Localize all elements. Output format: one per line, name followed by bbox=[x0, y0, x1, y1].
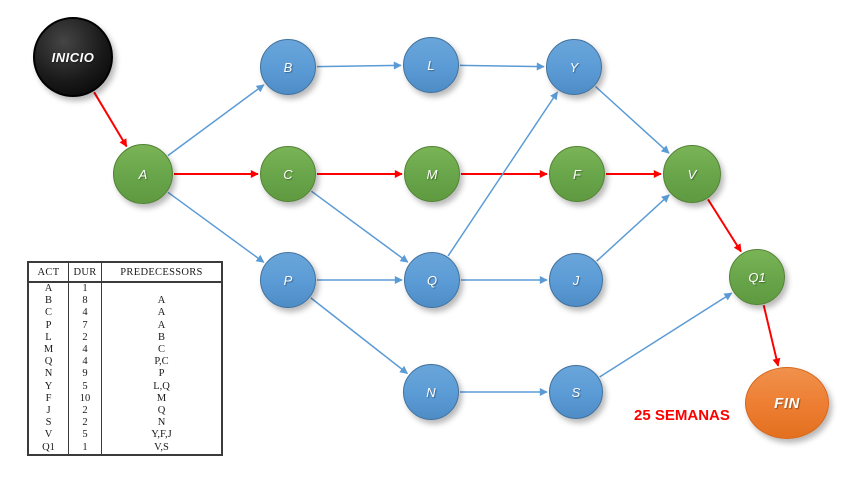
predecessors-cell: C bbox=[101, 344, 222, 357]
duration-cell: 4 bbox=[68, 344, 102, 357]
predecessors-cell bbox=[101, 282, 222, 296]
predecessors-cell: M bbox=[101, 392, 222, 406]
duration-cell: 5 bbox=[68, 380, 102, 393]
col-header-dur: DUR bbox=[68, 262, 102, 283]
edge-V-Q1 bbox=[707, 198, 742, 253]
duration-annotation: 25 SEMANAS bbox=[634, 407, 730, 424]
edge-A-P bbox=[167, 191, 265, 263]
activity-cell: M bbox=[43, 344, 54, 356]
duration-cell: 2 bbox=[68, 417, 102, 430]
predecessors-cell: P,C bbox=[101, 356, 222, 369]
activity-cell: B bbox=[44, 295, 52, 307]
duration-cell: 7 bbox=[68, 319, 102, 332]
col-header-act: ACT bbox=[28, 262, 69, 283]
predecessors-cell: V,S bbox=[101, 441, 222, 455]
edge-C-Q bbox=[310, 190, 409, 263]
activity-cell: S bbox=[45, 417, 52, 429]
duration-cell: 8 bbox=[68, 295, 102, 308]
edge-J-V bbox=[596, 194, 670, 262]
duration-cell: 2 bbox=[68, 405, 102, 418]
activity-cell: N bbox=[44, 368, 53, 380]
activity-cell: V bbox=[44, 429, 53, 441]
activity-table-header: ACT DUR PREDECESSORS bbox=[28, 262, 222, 283]
edge-B-L bbox=[316, 61, 402, 70]
predecessors-cell: A bbox=[101, 307, 222, 320]
predecessors-cell: A bbox=[101, 319, 222, 332]
col-header-predecessors: PREDECESSORS bbox=[101, 262, 222, 283]
duration-cell: 4 bbox=[68, 356, 102, 369]
duration-cell: 10 bbox=[68, 392, 102, 406]
activity-cell: A bbox=[44, 283, 53, 294]
activity-cell: Y bbox=[44, 380, 53, 392]
predecessors-cell: Q bbox=[101, 405, 222, 418]
duration-cell: 2 bbox=[68, 331, 102, 345]
duration-cell: 5 bbox=[68, 429, 102, 442]
edge-Q1-FIN bbox=[762, 304, 781, 367]
duration-cell: 1 bbox=[68, 441, 102, 455]
duration-cell: 4 bbox=[68, 307, 102, 320]
activity-cell: L bbox=[45, 331, 52, 343]
predecessors-cell: N bbox=[101, 417, 222, 430]
edge-P-N bbox=[310, 297, 409, 375]
edge-L-Y bbox=[459, 62, 545, 71]
predecessors-cell: B bbox=[101, 331, 222, 345]
activity-cell: F bbox=[45, 392, 52, 404]
activity-cell: J bbox=[46, 405, 51, 417]
predecessors-cell: Y,F,J bbox=[101, 429, 222, 442]
activity-cell: C bbox=[44, 307, 52, 319]
predecessors-cell: A bbox=[101, 295, 222, 308]
edge-Q-Y bbox=[447, 91, 559, 257]
edge-Y-V bbox=[594, 85, 670, 154]
duration-cell: 9 bbox=[68, 368, 102, 381]
edge-S-Q1 bbox=[599, 292, 733, 378]
predecessors-cell: P bbox=[101, 368, 222, 381]
edge-A-B bbox=[167, 84, 265, 157]
activity-cell: P bbox=[45, 319, 52, 331]
predecessors-cell: L,Q bbox=[101, 380, 222, 393]
activity-cell: Q bbox=[44, 356, 53, 368]
activity-cell: Q1 bbox=[42, 441, 55, 453]
edge-INICIO-A bbox=[93, 91, 128, 148]
duration-cell: 1 bbox=[68, 282, 102, 296]
